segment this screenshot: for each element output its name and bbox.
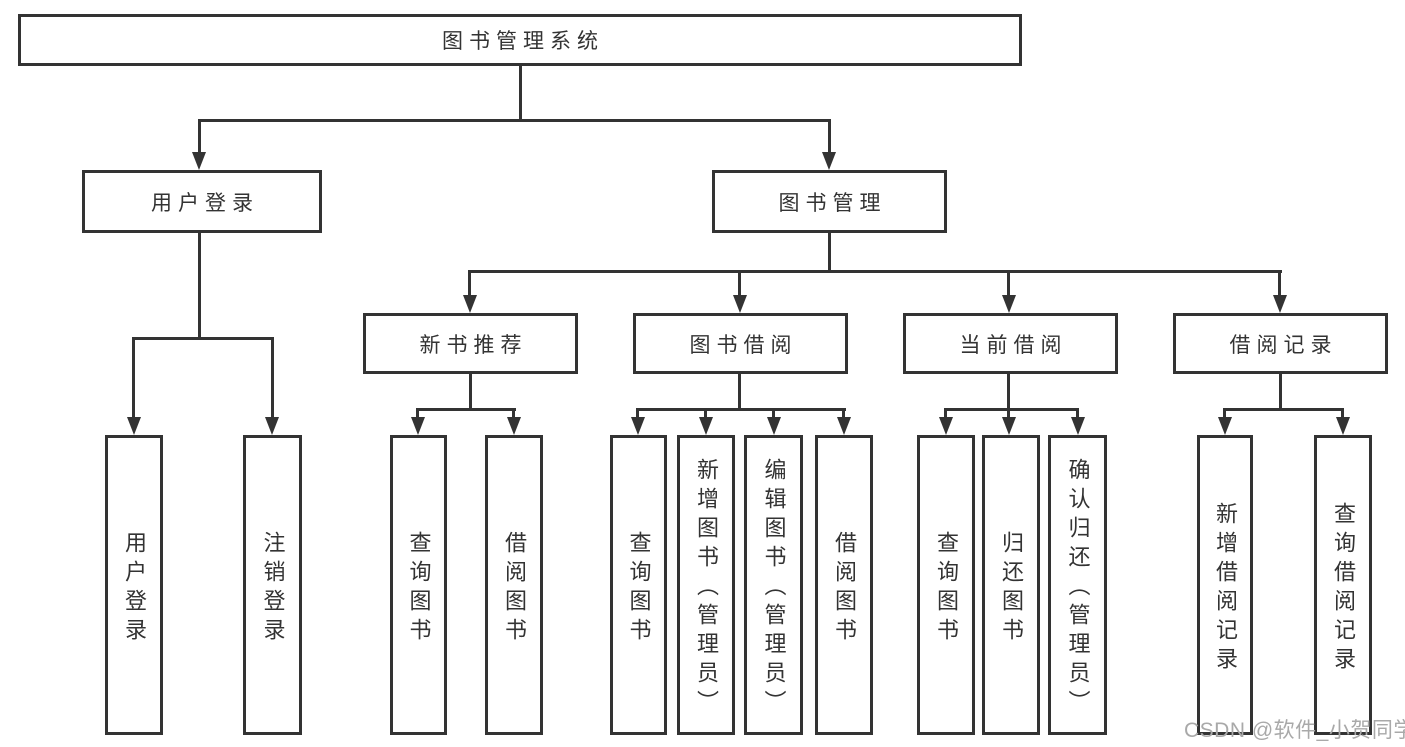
leaf-cb-return-books-label: 归还图书 — [999, 530, 1024, 647]
connector-current-borrow-bus — [944, 408, 1079, 411]
connector-to-book-mgmt — [828, 119, 831, 156]
leaf-br-query-record: 查询借阅记录 — [1314, 435, 1372, 735]
connector-to-borrow-records — [1278, 270, 1281, 299]
leaf-cb-query-books-label: 查询图书 — [934, 530, 959, 647]
connector-user-login-stem — [198, 233, 201, 340]
arrowhead-down-icon — [733, 295, 747, 313]
arrowhead-down-icon — [699, 417, 713, 435]
node-book-borrow: 图书借阅 — [633, 313, 848, 374]
connector-current-borrow-stem — [1007, 374, 1010, 410]
leaf-bb-add-books: 新增图书（管理员） — [677, 435, 735, 735]
leaf-br-add-record-label: 新增借阅记录 — [1213, 501, 1238, 676]
arrowhead-down-icon — [1218, 417, 1232, 435]
connector-book-mgmt-stem — [828, 233, 831, 273]
node-root-label: 图书管理系统 — [442, 30, 604, 53]
leaf-br-add-record: 新增借阅记录 — [1197, 435, 1253, 735]
connector-leaf-drop — [842, 408, 845, 422]
connector-leaf-drop — [1223, 408, 1226, 422]
node-new-books-label: 新书推荐 — [419, 333, 528, 357]
arrowhead-down-icon — [1071, 417, 1085, 435]
node-new-books: 新书推荐 — [363, 313, 578, 374]
arrowhead-down-icon — [631, 417, 645, 435]
connector-leaf-drop — [772, 408, 775, 422]
leaf-nb-query-books-label: 查询图书 — [406, 530, 432, 647]
node-borrow-records-label: 借阅记录 — [1229, 333, 1338, 357]
arrowhead-down-icon — [192, 152, 206, 170]
connector-borrow-records-bus — [1223, 408, 1344, 411]
arrowhead-down-icon — [837, 417, 851, 435]
node-root: 图书管理系统 — [18, 14, 1022, 66]
connector-leaf-drop — [1007, 408, 1010, 422]
connector-leaf-drop — [1076, 408, 1079, 422]
connector-leaf-drop — [704, 408, 707, 422]
arrowhead-down-icon — [507, 417, 521, 435]
connector-to-book-borrow — [738, 270, 741, 299]
leaf-cb-confirm-return-label: 确认归还（管理员） — [1065, 458, 1091, 719]
connector-book-borrow-bus — [636, 408, 846, 411]
arrowhead-down-icon — [265, 417, 279, 435]
leaf-cb-query-books: 查询图书 — [917, 435, 975, 735]
connector-to-new-books — [468, 270, 471, 299]
arrowhead-down-icon — [1336, 417, 1350, 435]
leaf-bb-add-books-label: 新增图书（管理员） — [694, 458, 719, 719]
connector-to-leaf-user-login — [132, 337, 135, 421]
connector-to-user-login — [198, 119, 201, 156]
connector-leaf-drop — [416, 408, 419, 422]
arrowhead-down-icon — [411, 417, 425, 435]
node-current-borrow: 当前借阅 — [903, 313, 1118, 374]
leaf-bb-borrow-books: 借阅图书 — [815, 435, 873, 735]
connector-leaf-drop — [636, 408, 639, 422]
arrowhead-down-icon — [1273, 295, 1287, 313]
connector-leaf-drop — [944, 408, 947, 422]
arrowhead-down-icon — [1002, 295, 1016, 313]
leaf-cb-return-books: 归还图书 — [982, 435, 1040, 735]
node-user-login: 用户登录 — [82, 170, 322, 233]
arrowhead-down-icon — [127, 417, 141, 435]
leaf-logout-label: 注销登录 — [260, 530, 286, 647]
leaf-bb-edit-books-label: 编辑图书（管理员） — [761, 458, 787, 719]
leaf-br-query-record-label: 查询借阅记录 — [1331, 501, 1356, 676]
node-borrow-records: 借阅记录 — [1173, 313, 1388, 374]
connector-leaf-drop — [1341, 408, 1344, 422]
node-book-mgmt: 图书管理 — [712, 170, 947, 233]
arrowhead-down-icon — [767, 417, 781, 435]
node-book-mgmt-label: 图书管理 — [778, 191, 887, 215]
connector-to-current-borrow — [1007, 270, 1010, 299]
connector-borrow-records-stem — [1279, 374, 1282, 410]
leaf-nb-query-books: 查询图书 — [390, 435, 447, 735]
leaf-bb-query-books-label: 查询图书 — [626, 530, 652, 647]
connector-user-login-bus — [132, 337, 274, 340]
node-user-login-label: 用户登录 — [151, 191, 259, 215]
arrowhead-down-icon — [939, 417, 953, 435]
connector-book-borrow-stem — [738, 374, 741, 410]
node-current-borrow-label: 当前借阅 — [959, 333, 1068, 357]
connector-new-books-bus — [416, 408, 516, 411]
connector-leaf-drop — [512, 408, 515, 422]
leaf-user-login-label: 用户登录 — [122, 530, 147, 647]
connector-level2-bus — [198, 119, 831, 122]
leaf-user-login: 用户登录 — [105, 435, 163, 735]
node-book-borrow-label: 图书借阅 — [689, 333, 798, 357]
arrowhead-down-icon — [463, 295, 477, 313]
leaf-bb-query-books: 查询图书 — [610, 435, 667, 735]
connector-new-books-stem — [469, 374, 472, 410]
leaf-bb-borrow-books-label: 借阅图书 — [832, 530, 857, 647]
connector-root-stem — [519, 66, 522, 121]
leaf-cb-confirm-return: 确认归还（管理员） — [1048, 435, 1107, 735]
arrowhead-down-icon — [1002, 417, 1016, 435]
leaf-nb-borrow-books: 借阅图书 — [485, 435, 543, 735]
leaf-bb-edit-books: 编辑图书（管理员） — [744, 435, 803, 735]
connector-level3-bus — [468, 270, 1282, 273]
arrowhead-down-icon — [822, 152, 836, 170]
leaf-nb-borrow-books-label: 借阅图书 — [502, 530, 527, 647]
connector-to-leaf-logout — [271, 337, 274, 421]
leaf-logout: 注销登录 — [243, 435, 302, 735]
csdn-watermark: CSDN @软件_小贺同学 — [1184, 719, 1405, 742]
